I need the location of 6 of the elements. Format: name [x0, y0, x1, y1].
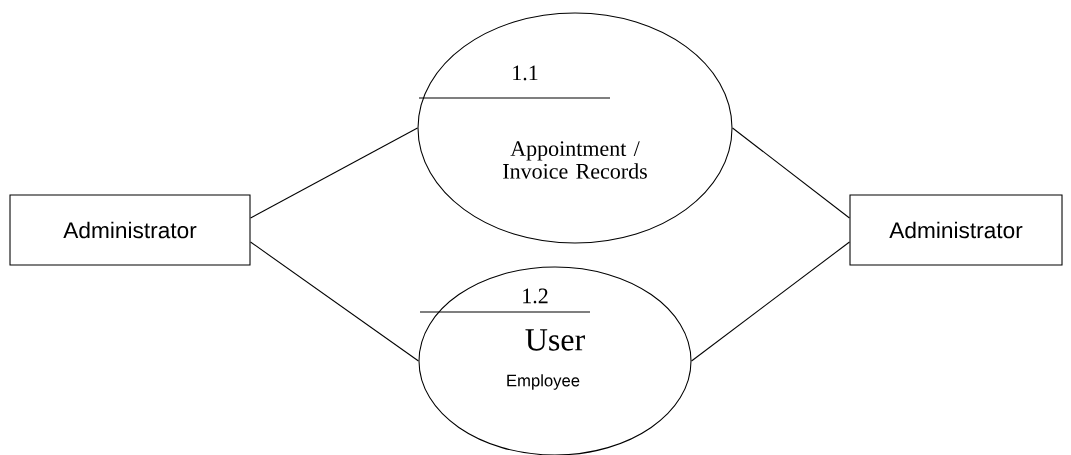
- connector-line: [732, 127, 850, 219]
- entity-box: Administrator: [849, 194, 1063, 266]
- connector-line: [250, 241, 419, 362]
- entity-box: Administrator: [9, 194, 251, 266]
- connector-line: [691, 241, 850, 362]
- connector-line: [250, 127, 418, 219]
